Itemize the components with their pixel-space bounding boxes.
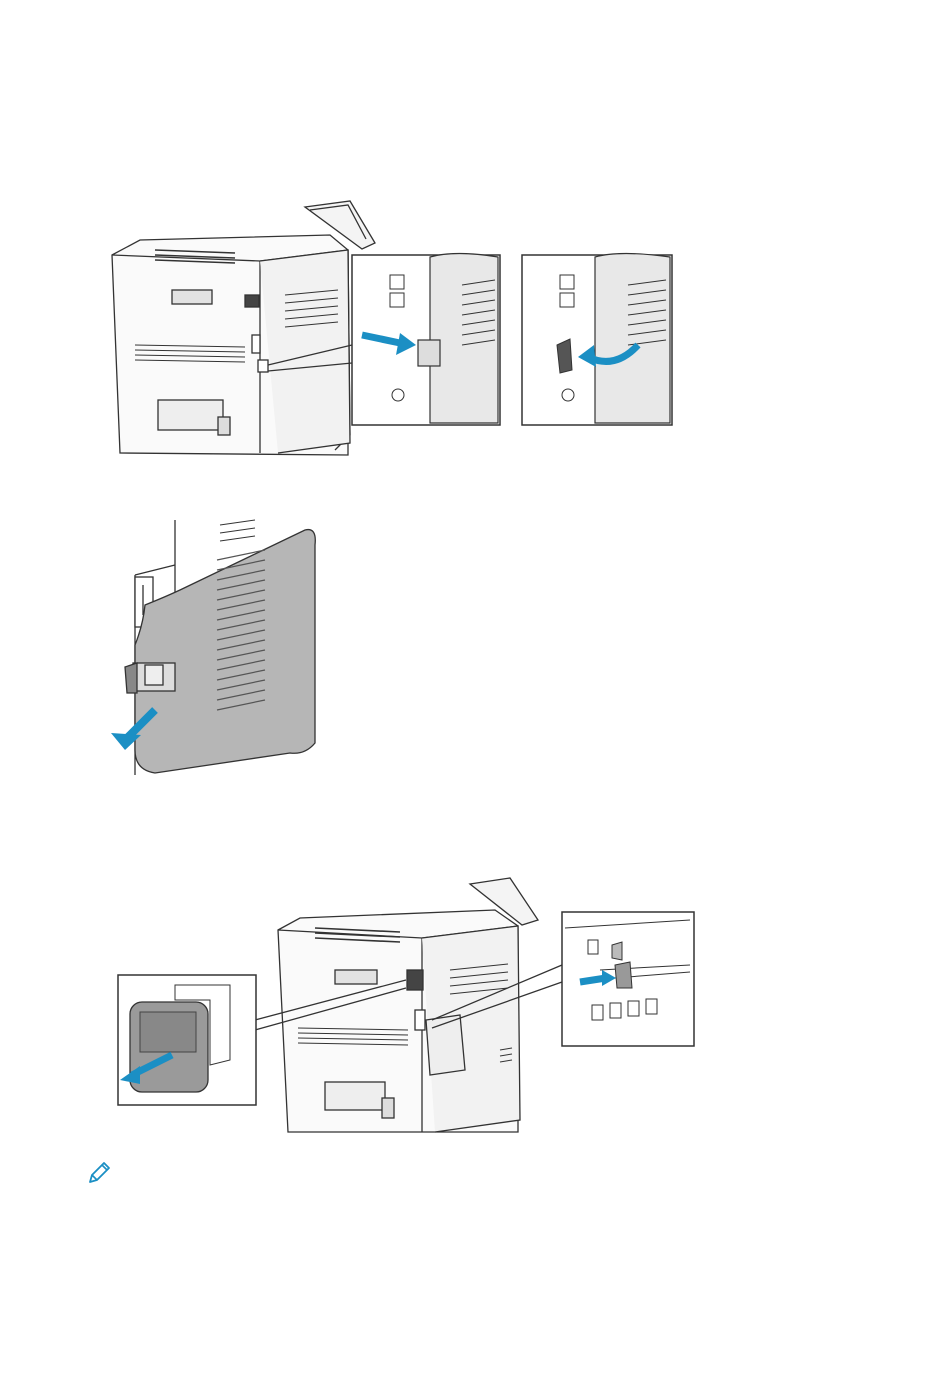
adapter-inset: [118, 975, 256, 1105]
side-cover-illustration: [105, 515, 325, 780]
rotate-latch-inset: [522, 254, 672, 426]
figure-open-side-cover: [105, 515, 325, 780]
figure-remove-rear-cover-latch: [100, 195, 690, 465]
printer-rear-illustration: [110, 870, 700, 1140]
latch-inset: [352, 254, 500, 426]
figure-install-wireless-adapter: [110, 870, 700, 1140]
printer-rear-illustration: [100, 195, 690, 465]
connector-inset: [562, 912, 694, 1046]
pencil-icon: [86, 1160, 112, 1186]
